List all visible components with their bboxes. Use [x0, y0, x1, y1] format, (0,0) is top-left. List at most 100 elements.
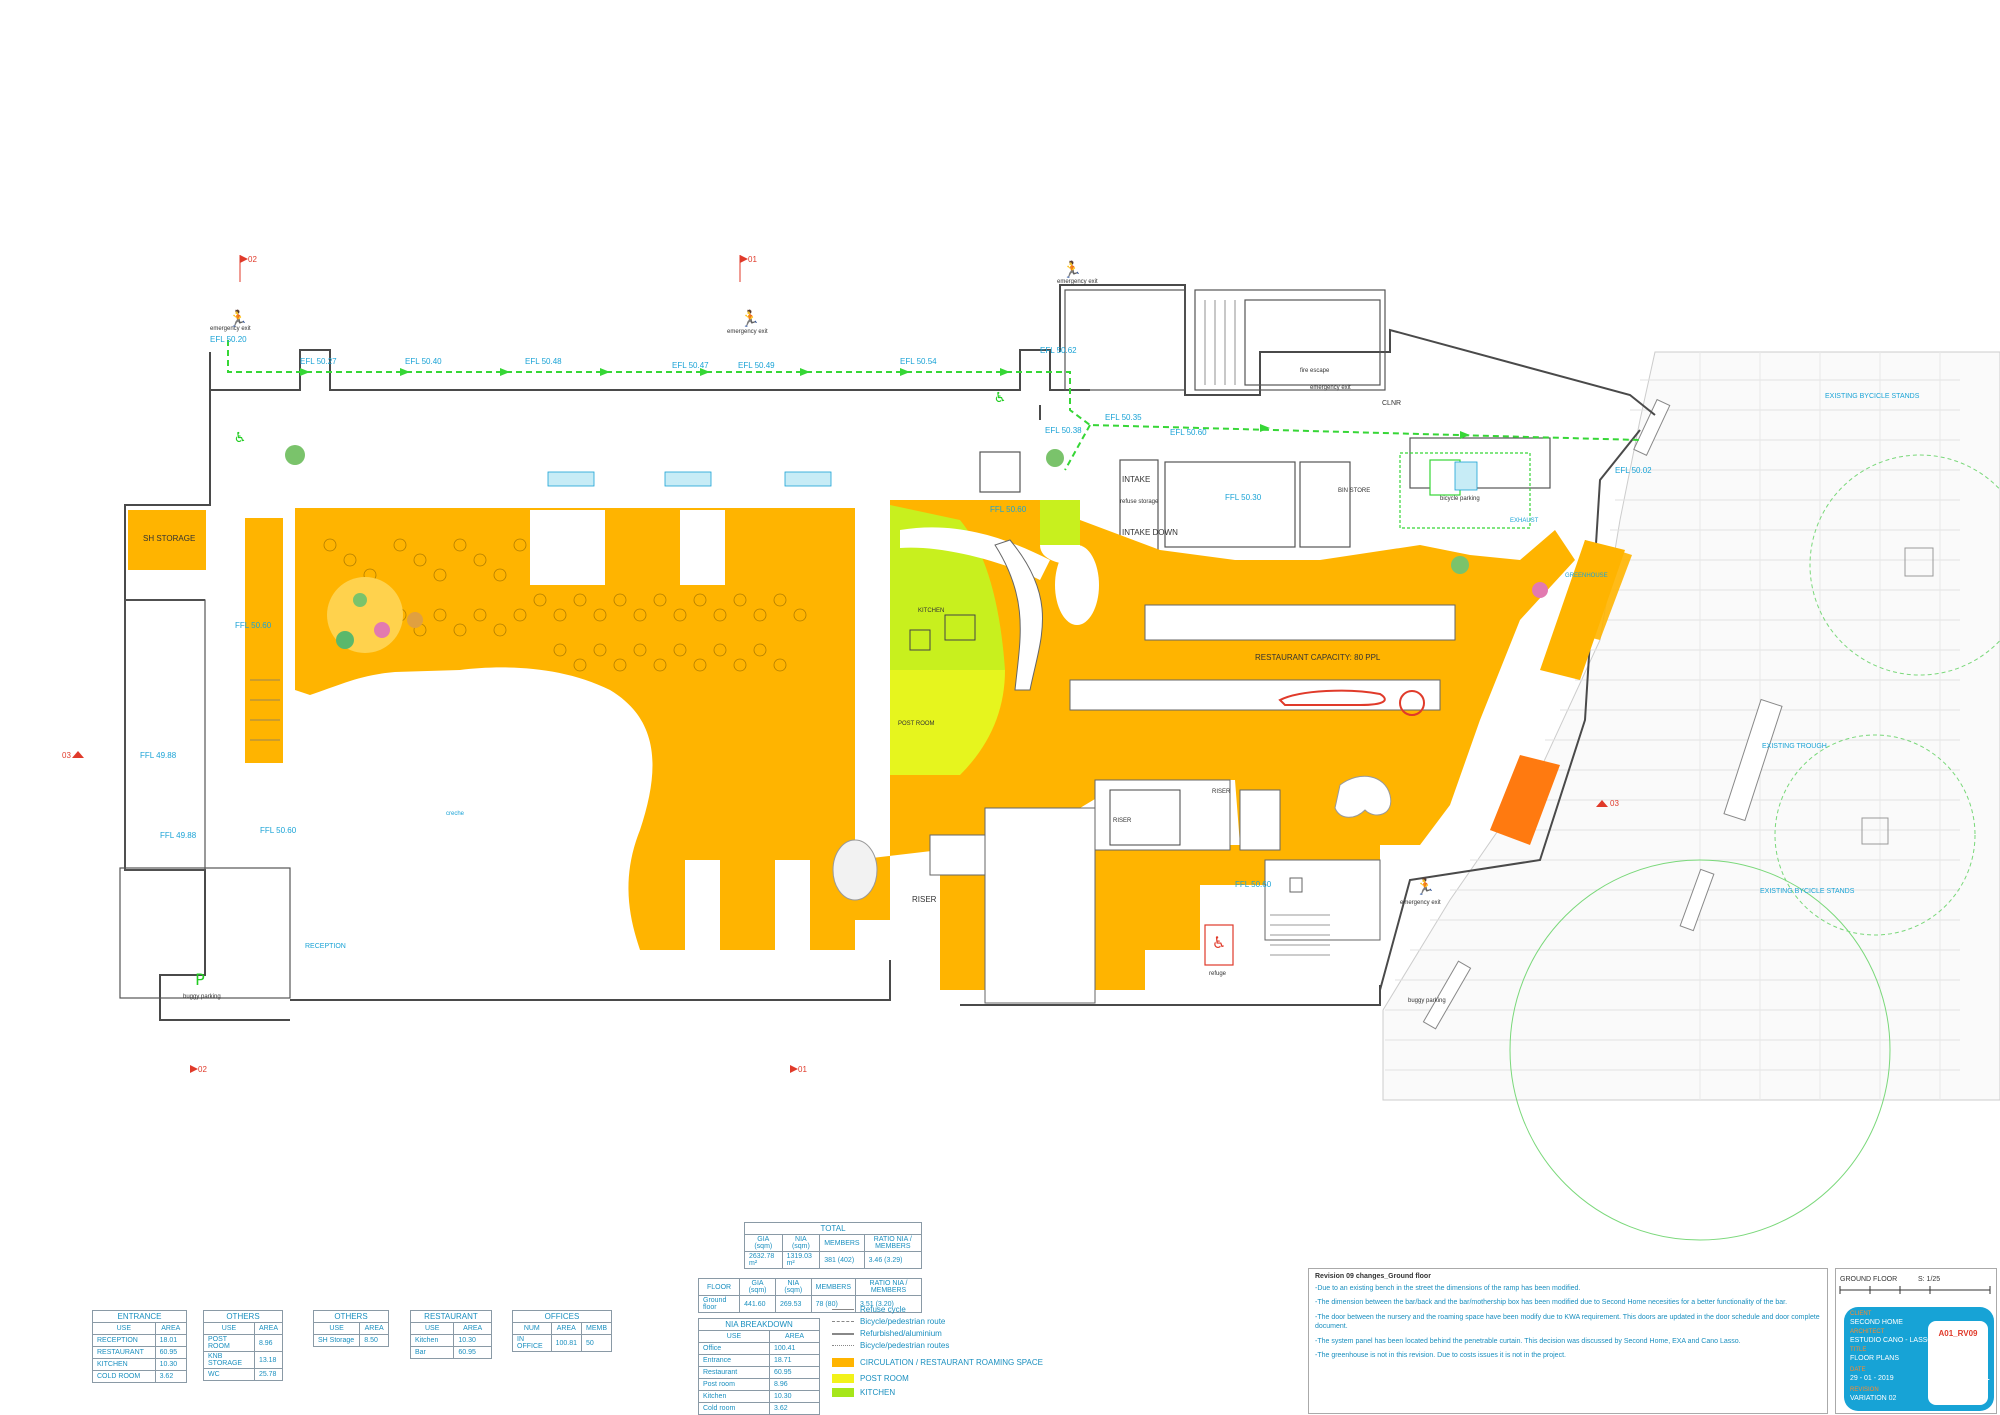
room-bin-store: BIN STORE: [1338, 488, 1370, 494]
room-existing-bicycle-2: EXISTING BYCICLE STANDS: [1760, 888, 1855, 895]
schedule-title: NIA BREAKDOWN: [698, 1318, 820, 1331]
planters: [285, 445, 1548, 653]
client-label: CLIENT: [1850, 1311, 1872, 1317]
col-header: RATIO NIA / MEMBERS: [863, 1234, 923, 1252]
revision-notes: Revision 09 changes_Ground floor -Due to…: [1308, 1268, 1828, 1414]
col-header: GIA (sqm): [744, 1234, 783, 1252]
schedule-title: RESTAURANT: [410, 1310, 492, 1323]
col-header: USE: [697, 1330, 771, 1343]
route-arrows: [300, 368, 1470, 439]
revision-value: VARIATION 02: [1850, 1395, 1897, 1402]
room-cln: CLNR: [1382, 400, 1401, 407]
col-header: GIA (sqm): [739, 1278, 776, 1296]
date-label: DATE: [1850, 1367, 1866, 1373]
level-efl-3: EFL 50.48: [525, 357, 562, 366]
col-header: RATIO NIA / MEMBERS: [855, 1278, 922, 1296]
refuge-label: refuge: [1209, 971, 1227, 977]
section-marker-top-right: 01: [748, 255, 757, 264]
level-efl-6: EFL 50.54: [900, 357, 937, 366]
col-header: USE: [92, 1322, 156, 1335]
legend-label: POST ROOM: [860, 1374, 909, 1383]
level-efl-2: EFL 50.40: [405, 357, 442, 366]
emergency-route: [227, 340, 1641, 471]
running-man-icon: 🏃 🏃 🏃 🏃: [228, 260, 1435, 896]
title-value: FLOOR PLANS: [1850, 1355, 1900, 1362]
bike-parking-label: bicycle parking: [1440, 496, 1480, 502]
room-riser-1: RISER: [912, 895, 937, 904]
room-creche: creche: [446, 811, 465, 817]
scale-bar-label: GROUND FLOOR: [1840, 1276, 1897, 1283]
fire-escape-label: fire escape: [1300, 368, 1330, 374]
room-riser-3: RISER: [1113, 818, 1132, 824]
section-marker-left: 03: [62, 751, 71, 760]
svg-text:🏃: 🏃: [740, 309, 760, 328]
architect-value: ESTUDIO CANO - LASSO: [1850, 1337, 1933, 1344]
legend-label: Bicycle/pedestrian route: [860, 1317, 946, 1326]
buggy-label-2: buggy parking: [1408, 998, 1446, 1004]
scale-bar-scale: S: 1/25: [1918, 1276, 1940, 1283]
level-ffl-1: FFL 50.60: [235, 621, 272, 630]
refuge-symbol: ♿: [1204, 924, 1234, 966]
section-marker-top-left: 02: [248, 255, 257, 264]
drawing-number: A01_RV09: [1938, 1329, 1978, 1338]
col-header: NIA (sqm): [774, 1278, 812, 1296]
col-header: NUM: [512, 1322, 552, 1335]
legend-line-item: Bicycle/pedestrian route: [832, 1317, 945, 1326]
exit-label-4: emergency exit: [1310, 385, 1351, 391]
col-header: MEMBERS: [810, 1278, 857, 1296]
pram-icon: P: [195, 970, 205, 989]
section-marker-right: 03: [1610, 799, 1619, 808]
notes-title: Revision 09 changes_Ground floor: [1315, 1273, 1431, 1280]
title-label: TITLE: [1850, 1347, 1867, 1353]
legend-fill-item: POST ROOM: [832, 1374, 909, 1383]
line-swatch: [832, 1345, 854, 1346]
line-swatch: [832, 1332, 854, 1335]
windows: [547, 461, 1478, 491]
room-reception: RECEPTION: [305, 943, 346, 950]
level-efl-8: EFL 50.20: [210, 335, 247, 344]
room-refuse: refuse storage: [1120, 499, 1159, 505]
level-efl-4: EFL 50.47: [672, 361, 709, 370]
room-greenhouse: GREENHOUSE: [1565, 573, 1608, 579]
level-ffl-2: FFL 49.88: [140, 751, 177, 760]
legend-fill-item: KITCHEN: [832, 1388, 895, 1397]
roaming-space: [128, 500, 1632, 990]
exit-label-3: emergency exit: [1057, 279, 1098, 285]
level-ffl-3: FFL 49.88: [160, 831, 197, 840]
room-post-room: POST ROOM: [898, 721, 935, 727]
level-ffl-7: FFL 50.60: [990, 505, 1027, 514]
room-existing-trough: EXISTING TROUGH: [1762, 743, 1827, 750]
legend-label: CIRCULATION / RESTAURANT ROAMING SPACE: [860, 1358, 1043, 1367]
level-ffl-4: FFL 50.60: [260, 826, 297, 835]
svg-text:P: P: [195, 970, 205, 989]
schedule-title: ENTRANCE: [92, 1310, 187, 1323]
service-loop: [1278, 689, 1425, 716]
col-header: FLOOR: [697, 1278, 741, 1296]
section-markers: [72, 255, 1608, 1073]
date-value: 29 - 01 - 2019: [1850, 1375, 1894, 1382]
exit-label-5: emergency exit: [1400, 900, 1441, 906]
wheelchair-icon: ♿ ♿: [234, 390, 1007, 446]
col-header: AREA: [550, 1322, 583, 1335]
col-header: AREA: [154, 1322, 188, 1335]
line-swatch: [832, 1321, 854, 1322]
section-marker-bottom-right: 01: [798, 1065, 807, 1074]
svg-text:♿: ♿: [1212, 933, 1226, 952]
legend-fill-item: CIRCULATION / RESTAURANT ROAMING SPACE: [832, 1358, 1043, 1367]
note-item: -The system panel has been located behin…: [1315, 1337, 1741, 1345]
col-header: AREA: [359, 1322, 389, 1335]
col-header: AREA: [253, 1322, 284, 1335]
